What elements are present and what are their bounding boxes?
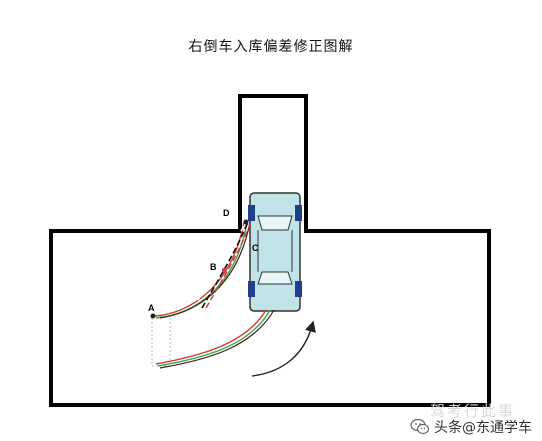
curve-lower-dark — [159, 309, 275, 369]
point-b-dot — [222, 268, 226, 272]
watermark: 头条@东通学车 — [410, 417, 532, 437]
wechat-icon — [410, 418, 430, 435]
point-d-dot — [243, 219, 249, 225]
car-rear-window — [257, 271, 293, 285]
label-b: B — [210, 262, 217, 272]
garage-outline — [49, 94, 491, 407]
curve-dashed-white — [197, 225, 245, 301]
curve-dashed-black — [201, 221, 249, 309]
car — [248, 192, 302, 312]
wheel-front-left — [248, 205, 255, 221]
label-a: A — [148, 303, 155, 313]
wheel-rear-right — [295, 281, 302, 297]
car-windshield — [257, 215, 293, 231]
wheel-front-right — [295, 205, 302, 221]
faint-brand-watermark: 驾考行此事 — [430, 402, 516, 420]
curve-upper-green — [155, 221, 248, 319]
diagram-title: 右倒车入库偏差修正图解 — [188, 39, 354, 55]
wheel-rear-left — [248, 281, 255, 297]
label-d: D — [223, 208, 230, 218]
curve-lower-red — [155, 309, 267, 365]
reverse-direction-arrow — [251, 320, 316, 377]
curve-dashed-red — [205, 221, 252, 309]
start-area-dotted — [151, 315, 171, 367]
trajectory-curves — [153, 221, 275, 369]
watermark-text: 头条@东通学车 — [434, 420, 532, 436]
label-c: C — [252, 243, 259, 253]
curve-lower-green — [157, 309, 271, 367]
point-a-dot — [150, 313, 156, 319]
